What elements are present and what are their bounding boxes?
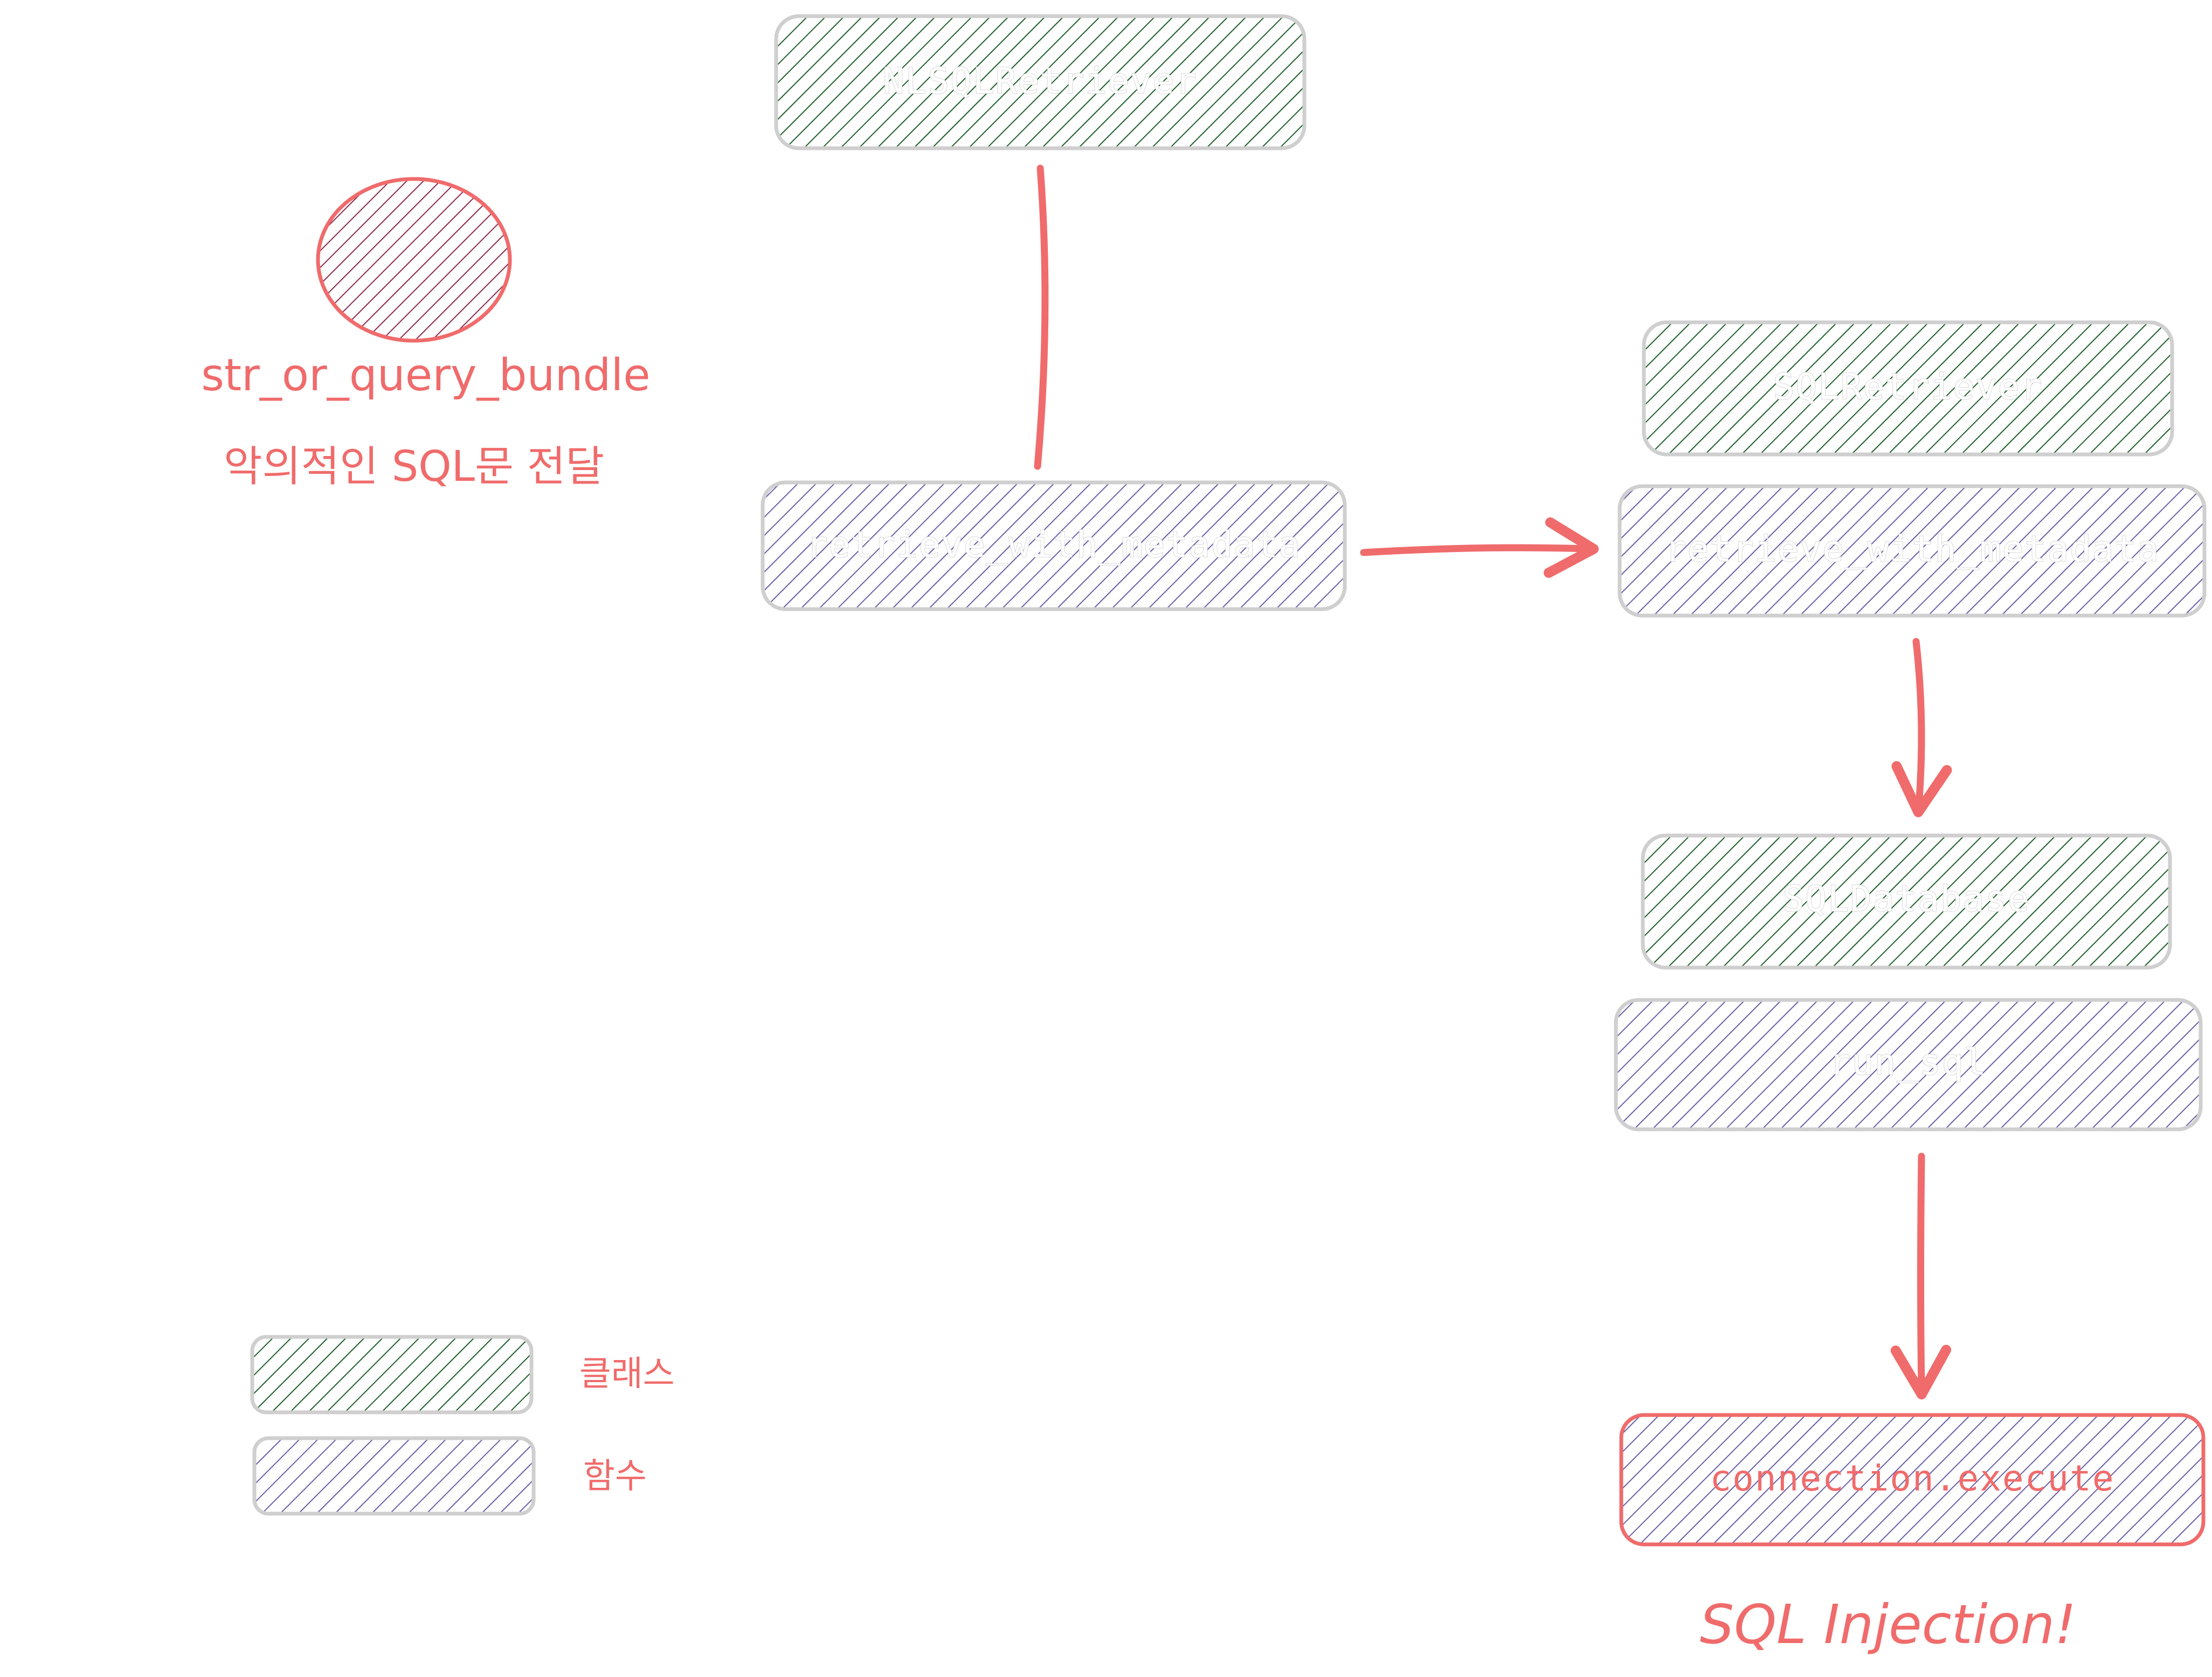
legend-class-item: 클래스	[250, 1335, 675, 1414]
arrow-sqlretriever-to-sqldatabase	[1891, 638, 1952, 818]
node-retrieve-with-metadata-left: retrieve_with_metadata	[761, 480, 1347, 611]
node-retrieve-with-metadata-left-label: retrieve_with_metadata	[806, 524, 1301, 565]
node-sql-retriever-label: SQLRetriever	[1773, 366, 2043, 408]
node-nlsql-retriever-label: NLSQLRetriever	[883, 60, 1198, 102]
node-connection-execute: connection.execute	[1619, 1413, 2206, 1547]
node-retrieve-with-metadata-right: retrieve_with_metadata	[1617, 484, 2207, 618]
input-param-caption: 악의적인 SQL문 전달	[224, 443, 604, 491]
legend: 클래스 함수	[250, 1335, 675, 1516]
node-retrieve-with-metadata-right-label: retrieve_with_metadata	[1665, 528, 2160, 570]
legend-function-swatch	[252, 1436, 536, 1516]
node-run-sql-label: run_sql	[1829, 1041, 1987, 1083]
legend-function-item: 함수	[252, 1436, 647, 1516]
node-nlsql-retriever: NLSQLRetriever	[774, 14, 1307, 150]
node-sql-database: SQLDatabase	[1641, 833, 2172, 970]
arrow-retrieve-to-sqlretriever	[1360, 517, 1599, 578]
node-sql-retriever: SQLRetriever	[1642, 320, 2174, 457]
sql-injection-label: SQL Injection!	[1700, 1593, 2077, 1656]
node-connection-execute-label: connection.execute	[1710, 1458, 2114, 1499]
arrow-runsql-to-connection-execute	[1890, 1152, 1952, 1400]
connector-nlsql-to-retrieve	[1034, 164, 1049, 470]
legend-class-swatch	[250, 1335, 534, 1414]
input-param-name: str_or_query_bundle	[201, 350, 650, 401]
input-param-ellipse	[316, 177, 512, 343]
legend-function-label: 함수	[583, 1457, 647, 1496]
legend-class-label: 클래스	[579, 1354, 675, 1394]
node-run-sql: run_sql	[1614, 998, 2203, 1131]
node-sql-database-label: SQLDatabase	[1782, 878, 2030, 920]
